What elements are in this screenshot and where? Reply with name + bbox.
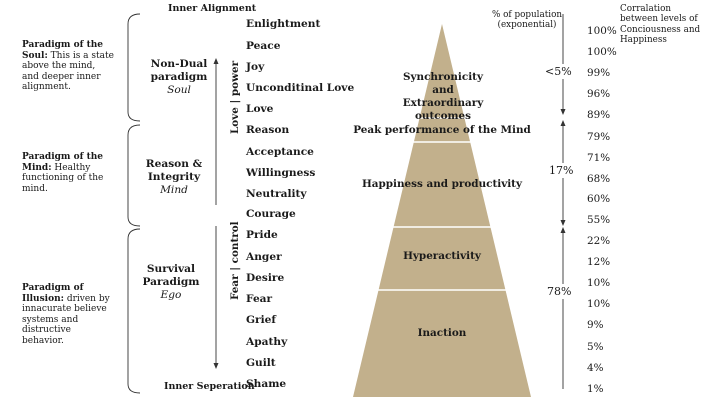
percentage-love: 89% [587, 109, 611, 121]
percentage-fear: 10% [587, 298, 611, 310]
percentage-unconditional-love: 96% [587, 88, 611, 100]
percentage-willingness: 68% [587, 173, 611, 185]
zone-synchronicity: Synchronicity and Extraordinary outcomes [402, 71, 484, 122]
percentage-desire: 10% [587, 277, 611, 289]
percentage-apathy: 5% [587, 341, 604, 353]
level-grief: Grief [246, 314, 276, 326]
percentage-shame: 1% [587, 383, 604, 395]
group-soul-subtitle: Soul [167, 84, 191, 96]
group-ego-title: Survival Paradigm [142, 263, 200, 288]
population-share-middle: 17% [549, 163, 574, 178]
level-pride: Pride [246, 229, 278, 241]
soul-bracket [127, 13, 141, 122]
percentage-guilt: 4% [587, 362, 604, 374]
percentage-joy: 99% [587, 67, 611, 79]
level-reason: Reason [246, 124, 290, 136]
level-desire: Desire [246, 272, 285, 284]
level-neutrality: Neutrality [246, 188, 307, 200]
soul-paradigm-note-text: This is a state above the mind, and deep… [22, 50, 114, 93]
level-apathy: Apathy [246, 336, 288, 348]
illusion-paradigm-note-text: driven by innacurate believe systems and… [22, 293, 110, 346]
level-anger: Anger [246, 251, 282, 263]
population-header: % of population (exponential) [491, 10, 563, 31]
share-arrow-2-down [560, 220, 566, 226]
zone-inaction: Inaction [417, 327, 467, 339]
ego-bracket [127, 228, 141, 394]
illusion-paradigm-note-title: Paradigm of Illusion: [22, 283, 84, 304]
group-ego: Survival Paradigm Ego [136, 263, 206, 302]
level-enlightment: Enlightment [246, 18, 321, 30]
population-share-top: <5% [545, 64, 572, 79]
share-arrow-3-up [560, 227, 566, 233]
pyramid-body [353, 24, 531, 397]
group-mind-title: Reason & Integrity [145, 158, 203, 183]
level-unconditional-love: Unconditinal Love [246, 82, 355, 94]
inner-alignment-label: Inner Alignment [168, 3, 257, 14]
inner-separation-label: Inner Seperation [164, 381, 255, 392]
zone-happiness: Happiness and productivity [361, 178, 523, 190]
percentage-pride: 22% [587, 235, 611, 247]
percentage-anger: 12% [587, 256, 611, 268]
group-soul: Non-Dual paradigm Soul [136, 58, 222, 97]
percentage-reason: 79% [587, 131, 611, 143]
correlation-header: Corralation between levels of Conciousne… [620, 4, 701, 46]
level-willingness: Willingness [246, 167, 316, 179]
level-love: Love [246, 103, 274, 115]
percentage-peace: 100% [587, 46, 617, 58]
level-courage: Courage [246, 208, 296, 220]
group-ego-subtitle: Ego [160, 289, 182, 301]
level-acceptance: Acceptance [246, 146, 314, 158]
percentage-neutrality: 60% [587, 193, 611, 205]
lower-axis-arrowhead [213, 363, 219, 369]
level-peace: Peace [246, 40, 281, 52]
level-joy: Joy [246, 61, 265, 73]
level-fear: Fear [246, 293, 273, 305]
share-arrow-1-head [560, 109, 566, 115]
mind-paradigm-note: Paradigm of the Mind: Healthy functionin… [22, 152, 114, 194]
percentage-enlightment: 100% [587, 25, 617, 37]
percentage-acceptance: 71% [587, 152, 611, 164]
mind-bracket [127, 124, 141, 227]
soul-paradigm-note: Paradigm of the Soul: This is a state ab… [22, 40, 114, 93]
zone-peak-performance: Peak performance of the Mind [353, 124, 531, 136]
zone-hyperactivity: Hyperactivity [403, 250, 481, 262]
level-guilt: Guilt [246, 357, 276, 369]
group-mind-subtitle: Mind [160, 184, 188, 196]
upper-axis-arrowhead [213, 58, 219, 64]
mind-paradigm-note-text: Healthy functioning of the mind. [22, 162, 104, 194]
share-arrow-2-up [560, 120, 566, 126]
population-share-bottom: 78% [547, 284, 572, 299]
illusion-paradigm-note: Paradigm of Illusion: driven by innacura… [22, 283, 114, 347]
percentage-courage: 55% [587, 214, 611, 226]
level-shame: Shame [246, 378, 287, 390]
soul-paradigm-note-title: Paradigm of the Soul: [22, 40, 104, 61]
group-mind: Reason & Integrity Mind [136, 158, 212, 197]
mind-paradigm-note-title: Paradigm of the Mind: [22, 152, 104, 173]
percentage-grief: 9% [587, 319, 604, 331]
group-soul-title: Non-Dual paradigm [150, 58, 208, 83]
